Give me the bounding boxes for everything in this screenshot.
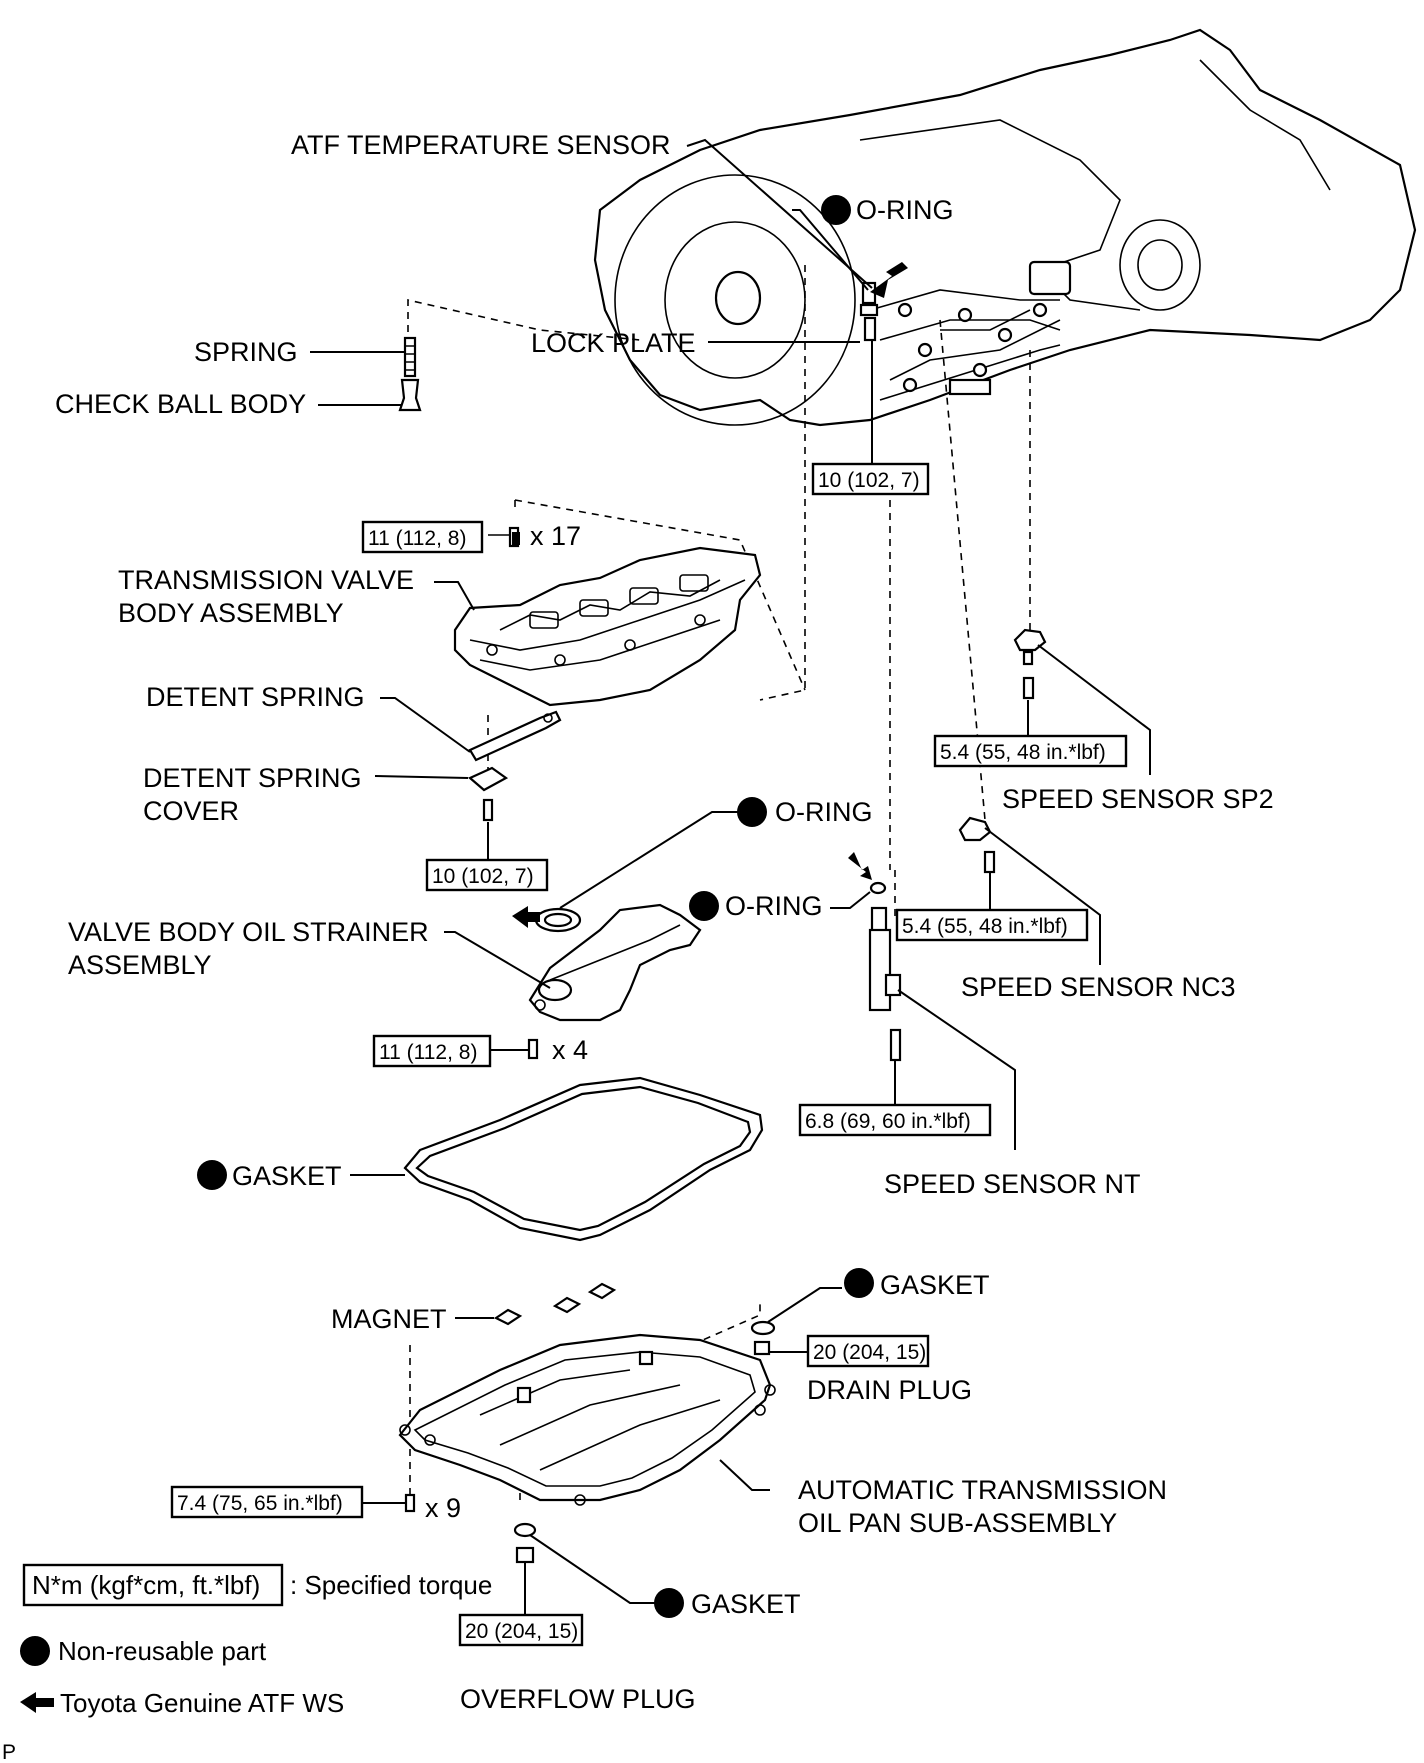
non-reusable-dot-icon bbox=[197, 1160, 227, 1190]
label-speed-sensor-nt: SPEED SENSOR NT bbox=[884, 1169, 1141, 1199]
svg-text:: Specified torque: : Specified torque bbox=[290, 1570, 492, 1600]
oil-pan-part bbox=[398, 1333, 776, 1506]
drain-gasket-part bbox=[750, 1320, 776, 1336]
corner-mark: P bbox=[2, 1741, 16, 1763]
strainer-atf-ws-arrow-icon bbox=[512, 906, 540, 928]
svg-text:Toyota Genuine ATF WS: Toyota Genuine ATF WS bbox=[60, 1688, 344, 1718]
non-reusable-dot-icon bbox=[689, 891, 719, 921]
label-o-ring-strainer: O-RING bbox=[775, 797, 873, 827]
legend: N*m (kgf*cm, ft.*lbf) : Specified torque… bbox=[20, 1563, 492, 1718]
drain-plug-part bbox=[753, 1340, 808, 1356]
label-spring: SPRING bbox=[194, 337, 298, 367]
non-reusable-dot-icon bbox=[654, 1588, 684, 1618]
non-reusable-dot-icon bbox=[844, 1268, 874, 1298]
label-gasket-pan: GASKET bbox=[232, 1161, 342, 1191]
qty-oil-pan-bolts: x 9 bbox=[425, 1493, 461, 1523]
label-overflow-plug: OVERFLOW PLUG bbox=[460, 1684, 696, 1714]
overflow-plug-part bbox=[515, 1546, 535, 1615]
torque-box-nc3: 5.4 (55, 48 in.*lbf) bbox=[895, 908, 1089, 942]
detent-spring-cover-part bbox=[467, 766, 509, 792]
torque-box-detent-cover: 10 (102, 7) bbox=[425, 858, 549, 892]
label-gasket-drain: GASKET bbox=[880, 1270, 990, 1300]
label-magnet: MAGNET bbox=[331, 1304, 447, 1334]
label-oil-pan-1: AUTOMATIC TRANSMISSION bbox=[798, 1475, 1167, 1505]
oil-pan-gasket-part bbox=[403, 1076, 764, 1242]
torque-box-atf-sensor: 10 (102, 7) bbox=[811, 462, 930, 496]
magnet-parts bbox=[493, 1282, 617, 1326]
speed-sensor-nt-part bbox=[868, 906, 902, 1012]
label-valve-body-oil-strainer-2: ASSEMBLY bbox=[68, 950, 212, 980]
overflow-gasket-part bbox=[513, 1522, 537, 1538]
label-speed-sensor-nc3: SPEED SENSOR NC3 bbox=[961, 972, 1236, 1002]
svg-text:20 (204, 15): 20 (204, 15) bbox=[465, 1620, 578, 1643]
qty-strainer-bolts: x 4 bbox=[552, 1035, 588, 1065]
label-lock-plate: LOCK PLATE bbox=[531, 328, 696, 358]
svg-text:6.8 (69, 60 in.*lbf): 6.8 (69, 60 in.*lbf) bbox=[805, 1110, 971, 1133]
non-reusable-dot-icon bbox=[821, 195, 851, 225]
oil-pan-bolt-icon bbox=[362, 1493, 416, 1513]
legend-atf-ws: Toyota Genuine ATF WS bbox=[20, 1688, 344, 1718]
qty-valve-body-bolts: x 17 bbox=[530, 521, 581, 551]
torque-box-nt: 6.8 (69, 60 in.*lbf) bbox=[798, 1103, 992, 1137]
svg-text:5.4 (55, 48 in.*lbf): 5.4 (55, 48 in.*lbf) bbox=[940, 741, 1106, 764]
label-detent-spring-cover-1: DETENT SPRING bbox=[143, 763, 362, 793]
label-o-ring-top: O-RING bbox=[856, 195, 954, 225]
label-o-ring-nt: O-RING bbox=[725, 891, 823, 921]
detent-spring-part bbox=[468, 710, 562, 762]
spring-part bbox=[403, 336, 417, 378]
label-detent-spring: DETENT SPRING bbox=[146, 682, 365, 712]
label-atf-temperature-sensor: ATF TEMPERATURE SENSOR bbox=[291, 130, 671, 160]
legend-torque: N*m (kgf*cm, ft.*lbf) : Specified torque bbox=[22, 1563, 492, 1607]
speed-sensor-sp2-part bbox=[1013, 628, 1047, 666]
svg-text:20 (204, 15): 20 (204, 15) bbox=[813, 1341, 926, 1364]
torque-box-oil-pan: 7.4 (75, 65 in.*lbf) bbox=[170, 1485, 364, 1519]
valve-body-bolt-icon bbox=[488, 526, 520, 548]
torque-box-valve-body: 11 (112, 8) bbox=[361, 520, 484, 554]
label-drain-plug: DRAIN PLUG bbox=[807, 1375, 972, 1405]
label-check-ball-body: CHECK BALL BODY bbox=[55, 389, 306, 419]
non-reusable-dot-icon bbox=[737, 797, 767, 827]
svg-text:N*m (kgf*cm, ft.*lbf): N*m (kgf*cm, ft.*lbf) bbox=[32, 1570, 260, 1600]
label-oil-pan-2: OIL PAN SUB-ASSEMBLY bbox=[798, 1508, 1117, 1538]
svg-text:5.4 (55, 48 in.*lbf): 5.4 (55, 48 in.*lbf) bbox=[902, 915, 1068, 938]
non-reusable-legend-dot-icon bbox=[20, 1636, 50, 1666]
svg-text:10 (102, 7): 10 (102, 7) bbox=[818, 469, 920, 492]
svg-text:11 (112, 8): 11 (112, 8) bbox=[379, 1041, 477, 1064]
label-transmission-valve-body-2: BODY ASSEMBLY bbox=[118, 598, 344, 628]
strainer-bolt-icon bbox=[490, 1038, 539, 1060]
torque-box-sp2: 5.4 (55, 48 in.*lbf) bbox=[933, 734, 1128, 768]
atf-ws-legend-arrow-icon bbox=[20, 1692, 54, 1713]
valve-body-oil-strainer-part bbox=[528, 903, 702, 1022]
torque-box-drain-plug: 20 (204, 15) bbox=[806, 1334, 930, 1368]
label-transmission-valve-body-1: TRANSMISSION VALVE bbox=[118, 565, 414, 595]
o-ring-nt-part bbox=[869, 881, 887, 895]
torque-box-strainer: 11 (112, 8) bbox=[372, 1034, 492, 1068]
check-ball-body-part bbox=[398, 378, 422, 412]
legend-non-reusable: Non-reusable part bbox=[20, 1636, 267, 1666]
nt-atf-ws-arrow-icon bbox=[848, 852, 872, 880]
label-gasket-overflow: GASKET bbox=[691, 1589, 801, 1619]
transmission-valve-body-part bbox=[453, 546, 762, 707]
atf-ws-arrow-icon bbox=[870, 262, 908, 298]
label-speed-sensor-sp2: SPEED SENSOR SP2 bbox=[1002, 784, 1274, 814]
torque-box-overflow-plug: 20 (204, 15) bbox=[458, 1613, 584, 1647]
svg-text:7.4 (75, 65 in.*lbf): 7.4 (75, 65 in.*lbf) bbox=[177, 1492, 343, 1515]
svg-text:Non-reusable part: Non-reusable part bbox=[58, 1636, 267, 1666]
svg-text:11 (112, 8): 11 (112, 8) bbox=[368, 527, 466, 550]
transmission-case-illustration bbox=[593, 28, 1417, 427]
label-detent-spring-cover-2: COVER bbox=[143, 796, 239, 826]
label-valve-body-oil-strainer-1: VALVE BODY OIL STRAINER bbox=[68, 917, 429, 947]
svg-text:10 (102, 7): 10 (102, 7) bbox=[432, 865, 534, 888]
